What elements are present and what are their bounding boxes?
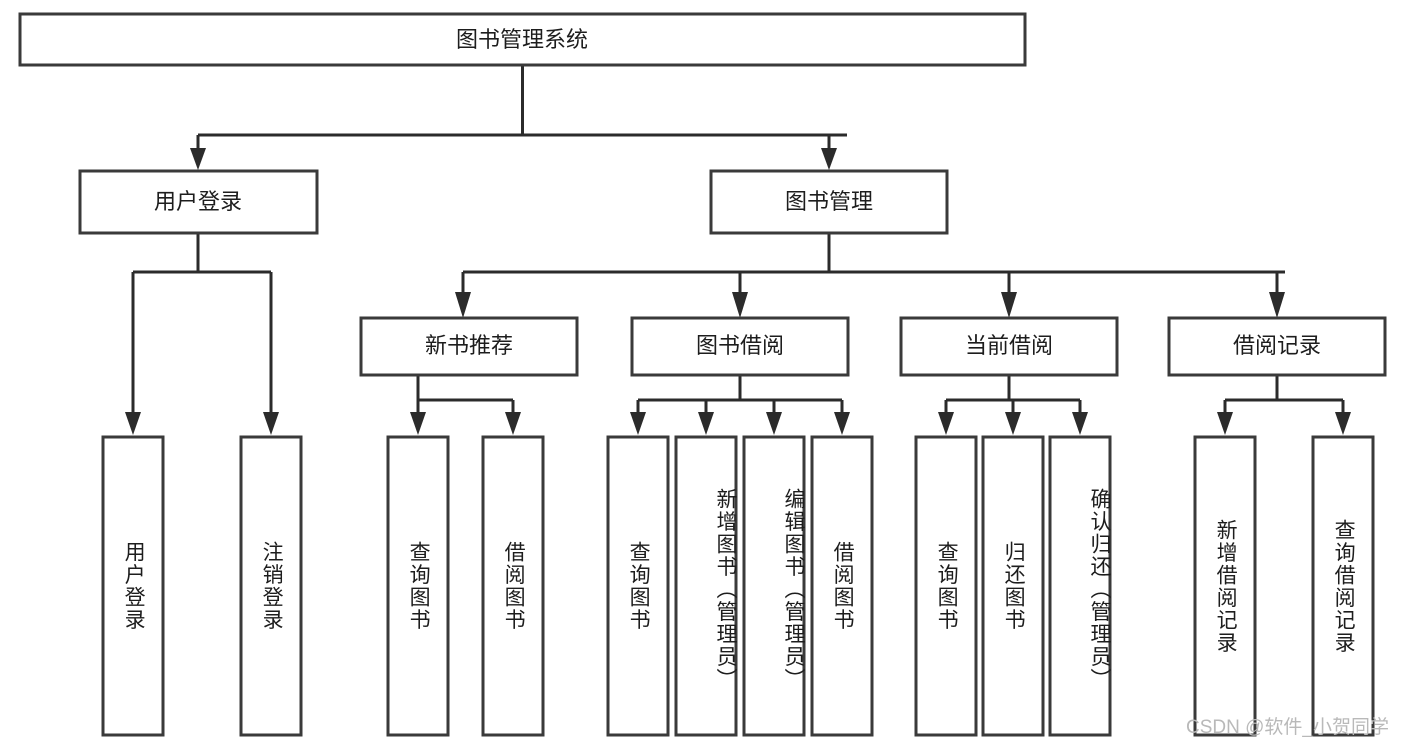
node-box-new-book-recommend[interactable] (359, 316, 579, 377)
arrow-head-user-login (190, 148, 206, 170)
node-label-borrow-record: 借阅记录 (1233, 333, 1321, 358)
node-box-leaf-add-book[interactable] (674, 435, 738, 737)
arrow-head-leaf-return-book (1005, 412, 1021, 435)
node-box-leaf-edit-book[interactable] (742, 435, 806, 737)
arrow-head-leaf-query-book-3 (938, 412, 954, 435)
arrow-head-book-borrow (732, 292, 748, 318)
arrow-head-leaf-logout-login (263, 412, 279, 435)
watermark-text: CSDN @软件_小贺同学 (1186, 717, 1389, 738)
arrow-head-leaf-add-book (698, 412, 714, 435)
node-box-current-borrow[interactable] (899, 316, 1119, 377)
node-box-leaf-logout-login[interactable] (239, 435, 303, 737)
node-box-borrow-record[interactable] (1167, 316, 1387, 377)
arrow-head-leaf-user-login (125, 412, 141, 435)
connector-group-user-login (125, 233, 279, 435)
arrow-head-leaf-query-book-1 (410, 412, 426, 435)
arrow-head-new-book-recommend (455, 292, 471, 318)
node-box-leaf-query-book-3[interactable] (914, 435, 978, 737)
arrow-head-leaf-query-record (1335, 412, 1351, 435)
connector-group-current-borrow (938, 375, 1088, 435)
node-label-user-login: 用户登录 (154, 189, 242, 214)
arrow-head-borrow-record (1269, 292, 1285, 318)
node-box-leaf-add-record[interactable] (1193, 435, 1257, 737)
node-box-leaf-query-record[interactable] (1311, 435, 1375, 737)
node-box-user-login[interactable] (78, 169, 319, 235)
node-box-leaf-borrow-book-1[interactable] (481, 435, 545, 737)
node-box-leaf-return-book[interactable] (981, 435, 1045, 737)
arrow-head-book-manage (821, 148, 837, 170)
arrow-head-leaf-add-record (1217, 412, 1233, 435)
connector-group-root (190, 65, 847, 170)
connector-group-borrow-record (1217, 375, 1351, 435)
node-box-root[interactable] (18, 12, 1027, 67)
node-label-book-manage: 图书管理 (785, 189, 873, 214)
node-label-current-borrow: 当前借阅 (965, 333, 1053, 358)
node-label-root: 图书管理系统 (456, 27, 588, 52)
node-box-leaf-user-login[interactable] (101, 435, 165, 737)
arrow-head-leaf-edit-book (766, 412, 782, 435)
node-box-leaf-query-book-1[interactable] (386, 435, 450, 737)
node-box-leaf-query-book-2[interactable] (606, 435, 670, 737)
node-box-book-borrow[interactable] (630, 316, 850, 377)
node-box-book-manage[interactable] (709, 169, 949, 235)
arrow-head-leaf-borrow-book-2 (834, 412, 850, 435)
connector-group-new-book-recommend (410, 375, 521, 435)
arrow-head-leaf-query-book-2 (630, 412, 646, 435)
node-box-leaf-borrow-book-2[interactable] (810, 435, 874, 737)
arrow-head-current-borrow (1001, 292, 1017, 318)
arrow-head-leaf-borrow-book-1 (505, 412, 521, 435)
arrow-head-leaf-confirm-return (1072, 412, 1088, 435)
node-box-leaf-confirm-return[interactable] (1048, 435, 1112, 737)
node-label-book-borrow: 图书借阅 (696, 333, 784, 358)
node-label-new-book-recommend: 新书推荐 (425, 333, 513, 358)
connector-group-book-borrow (630, 375, 850, 435)
connector-group-book-manage (455, 233, 1285, 318)
